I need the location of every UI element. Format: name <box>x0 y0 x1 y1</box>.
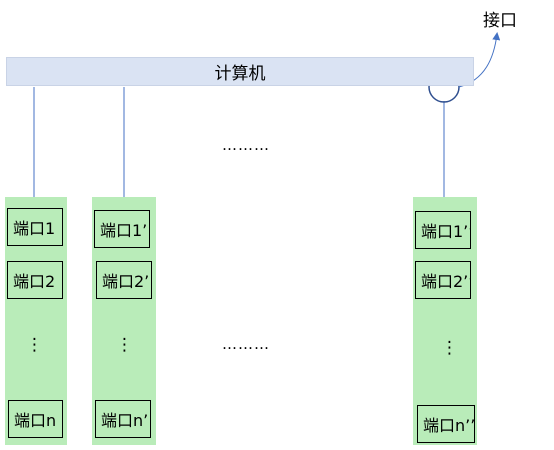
port-box: 端口n’’ <box>417 405 475 443</box>
computer-label: 计算机 <box>214 64 266 84</box>
port-box: 端口1’’ <box>415 211 471 249</box>
port-box: 端口n’ <box>95 400 151 438</box>
interface-label: 接口 <box>483 11 517 31</box>
port-box: 端口2 <box>7 261 63 299</box>
port-box: 端口1’ <box>94 210 150 248</box>
vertical-ellipsis: ⋮ <box>116 335 133 355</box>
port-column-3: 端口1’’ 端口2’’ ⋮ 端口n’’ <box>413 197 477 445</box>
vertical-ellipsis: ⋮ <box>441 338 458 358</box>
port-box: 端口2’ <box>96 261 152 299</box>
port-box: 端口2’’ <box>415 261 471 299</box>
ellipsis-middle: ……… <box>222 335 270 353</box>
vertical-ellipsis: ⋮ <box>26 335 43 355</box>
port-box: 端口1 <box>7 208 63 246</box>
computer-bar: 计算机 <box>6 57 474 86</box>
port-box: 端口n <box>8 400 63 438</box>
port-column-2: 端口1’ 端口2’ ⋮ 端口n’ <box>92 197 156 445</box>
port-column-1: 端口1 端口2 ⋮ 端口n <box>5 197 67 445</box>
ellipsis-top: ……… <box>222 136 270 154</box>
